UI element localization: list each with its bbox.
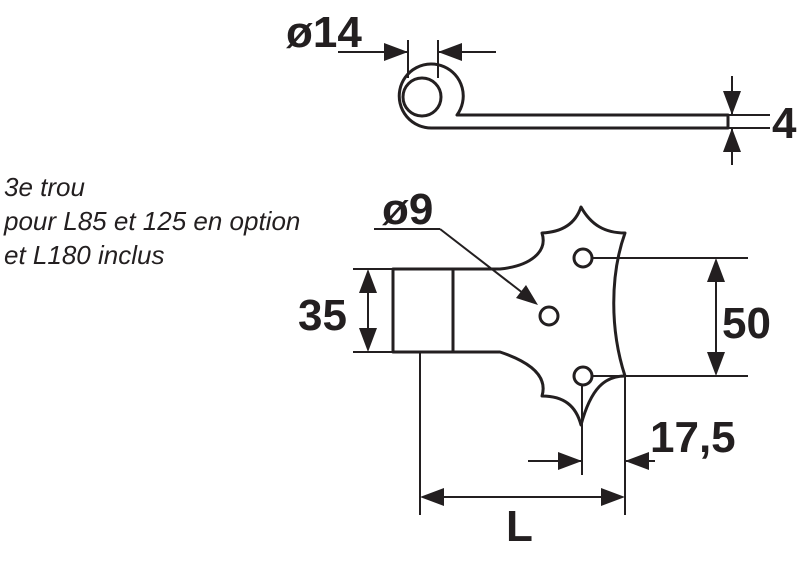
side-view-pin [401,76,443,118]
length-label: L [506,502,533,551]
knuckle-arrow-top [359,269,377,293]
pin-arrow-left [384,43,408,61]
hole-diameter-label: ø9 [382,185,433,234]
note-line-1: 3e trou [4,172,85,202]
knuckle-height-label: 35 [298,291,347,340]
hole-spacing-label: 50 [722,299,771,348]
leaf-outline [451,205,627,427]
note-line-2: pour L85 et 125 en option [3,206,300,236]
thickness-label: 4 [772,99,797,148]
spacing-arrow-top [707,258,725,282]
thickness-arrow-top [723,91,741,115]
knuckle-body [391,267,455,354]
edge-offset-label: 17,5 [650,413,736,462]
side-view: ø14 4 [286,8,797,165]
hole-leader-arrow [516,285,538,305]
pin-diameter-label: ø14 [286,8,362,57]
offset-arrow-right [625,452,649,470]
hole-bottom [572,365,594,387]
note-line-3: et L180 inclus [4,240,164,270]
offset-arrow-left [558,452,582,470]
front-view: ø9 35 50 17,5 L [298,185,771,551]
pin-arrow-right [438,43,462,61]
knuckle-arrow-bottom [359,328,377,352]
hole-leader [439,228,529,298]
spacing-arrow-bottom [707,352,725,376]
side-view-outline [397,62,730,130]
length-arrow-right [601,488,625,506]
hole-top [572,247,594,269]
thickness-arrow-bottom [723,128,741,152]
length-arrow-left [420,488,444,506]
option-note: 3e trou pour L85 et 125 en option et L18… [3,172,300,270]
hole-middle [538,305,560,327]
